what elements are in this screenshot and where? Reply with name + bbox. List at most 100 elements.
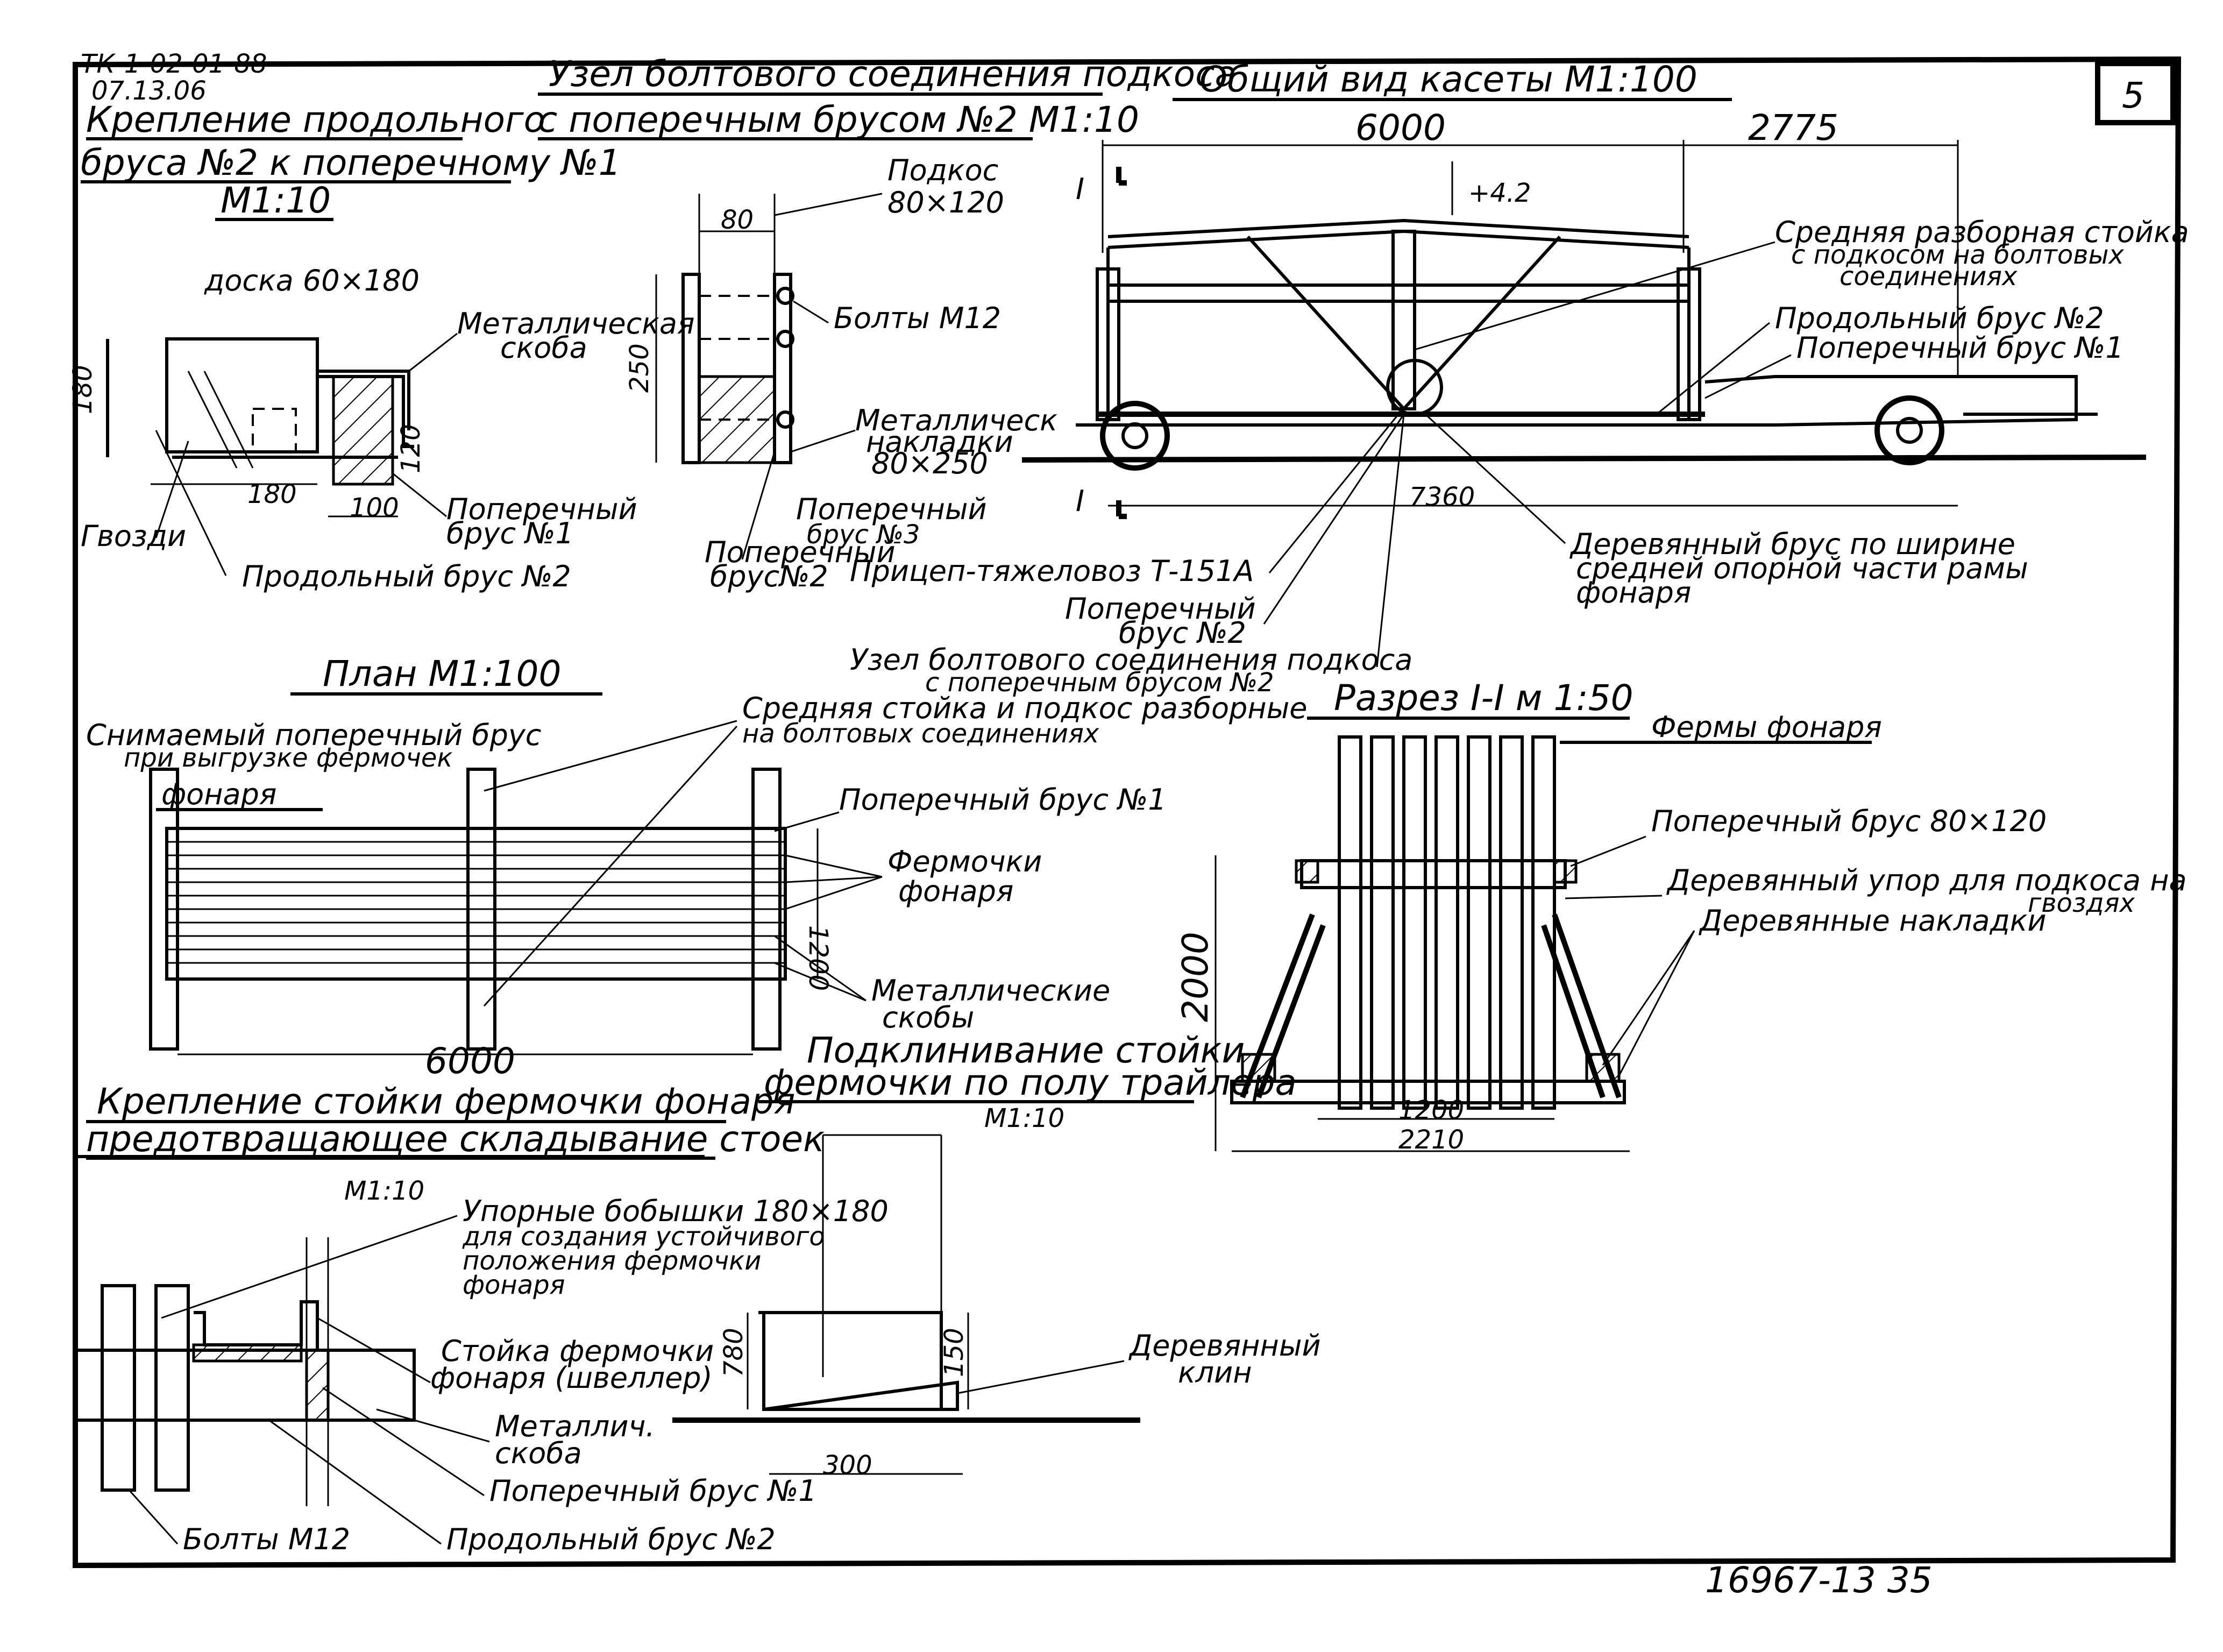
post-bolts-label: Болты М12 [183,1522,350,1556]
long-beam-general-label: Продольный брус №2 [1775,301,2104,335]
general-view-title: Общий вид касеты М1:100 [1199,59,1698,100]
dim-180-vertical: 180 [68,365,98,414]
post-title-2: предотвращающее складывание стоек [86,1118,825,1160]
mid-post-plan-label: Средняя стойка и подкос разборные [742,691,1307,725]
fastening-title: Крепление продольного [86,99,545,140]
footer-code: 16967-13 35 [1705,1559,1933,1601]
pads-label: Деревянные накладки [1699,904,2047,938]
node-ref-label-2: с поперечным брусом №2 [925,668,1274,698]
section-view: 2000 1200 2210 Фермы фонаря Поперечный б… [1175,710,2187,1155]
bosses-label-4: фонаря [463,1270,565,1300]
bosses-label: Упорные бобышки 180×180 [463,1194,889,1228]
removable-beam-label-2: при выгрузке фермочек [124,743,452,773]
wheel-icon [1874,395,1944,465]
bolt-node-title: Узел болтового соединения подкоса [549,53,1237,95]
stop-label-2: гвоздях [2028,888,2135,918]
post-fastening-detail: Упорные бобышки 180×180 для создания уст… [74,1194,889,1556]
cross-beam-section-view [1300,859,1567,889]
bolts-label: Болты М12 [834,301,1001,335]
dim-6000-plan: 6000 [425,1040,515,1082]
mid-post-plan-label-2: на болтовых соединениях [742,719,1099,749]
wheel-icon [1100,401,1170,471]
dim-150: 150 [939,1328,969,1377]
title-block: ТК-1-02-01-88 07.13.06 Крепление продоль… [81,49,1732,1206]
clips-plan-label: Металлические [871,974,1110,1008]
section-mark-top: I [1076,172,1084,206]
dim-300: 300 [823,1450,872,1480]
cross-beam-3-label: Поперечный [796,492,987,526]
section-mark-bottom: I [1076,484,1084,518]
dim-780: 780 [719,1328,749,1377]
fastening-title-2: бруса №2 к поперечному №1 [81,142,621,183]
trailer-label: Прицеп-тяжеловоз Т-151А [850,554,1254,588]
plan-view: 6000 1200 Снимаемый поперечный брус при … [86,691,1307,1082]
general-view: 6000 2775 +4.2 I I 7360 Средняя разборна… [850,107,2189,698]
fastening-detail: 180 180 100 120 доска 60×180 Металлическ… [68,264,695,593]
bolt-icon [776,287,794,305]
clip-label: Металлическая [457,307,695,341]
cross-beam-plan-label: Поперечный брус №1 [839,783,1167,817]
post-title: Крепление стойки фермочки фонаря [97,1081,796,1122]
wedge-scale: М1:10 [984,1103,1064,1133]
fastening-scale: М1:10 [221,180,331,221]
sheet-code-date: 07.13.06 [91,76,207,106]
cross-beam-section-label: Поперечный брус 80×120 [1651,804,2047,838]
removable-beam-label: Снимаемый поперечный брус [86,718,542,752]
dim-2775: 2775 [1748,107,1838,148]
bolt-icon [776,330,794,348]
cross-beam-general-label: Поперечный брус №1 [1796,331,2124,365]
clip-label-2: скоба [500,331,587,365]
cross-beam-2-label-2: брус№2 [710,559,828,593]
mid-post-label-3: соединениях [1840,261,2018,292]
post-scale: М1:10 [344,1176,424,1206]
nails-label: Гвозди [81,519,186,553]
dim-2000: 2000 [1175,932,1216,1022]
brace-size: 80×120 [887,186,1004,219]
plates-label-2: накладки [866,425,1013,459]
long-beam-label: Продольный брус №2 [242,559,571,593]
plan-outline [165,827,787,981]
brace-label: Подкос [887,153,998,187]
wedge-label: Деревянный [1128,1329,1321,1363]
middle-post [1391,230,1416,410]
dim-80: 80 [721,205,754,235]
cross-beam-3-label-2: брус №3 [807,520,920,550]
post-cross-label: Поперечный брус №1 [489,1474,817,1508]
dim-6000-general: 6000 [1355,107,1446,148]
dim-120: 120 [396,424,426,473]
sheet-code: ТК-1-02-01-88 [81,49,267,79]
trusses-plan-label-2: фонаря [898,874,1013,908]
wedge-title-2: фермочки по полу трайлера [764,1062,1297,1103]
post-clip-label-2: скоба [495,1436,582,1470]
dim-100: 100 [350,493,399,523]
cross-beam-label-2: брус №1 [446,516,574,550]
truss-section-label: Фермы фонаря [1651,710,1882,744]
truss-top-chord [1107,218,1689,238]
wedge-label-2: клин [1178,1356,1252,1389]
wood-beam-label-2: средней опорной части рамы [1576,551,2028,585]
wood-beam-label-3: фонаря [1576,576,1691,609]
post-clip-label: Металлич. [495,1409,655,1443]
board [165,337,319,453]
dim-2210: 2210 [1398,1125,1464,1155]
stop-label: Деревянный упор для подкоса на [1666,863,2187,897]
removable-beam-label-3: фонаря [161,777,276,811]
sheet-number: 5 [2122,75,2144,116]
wedge-title: Подклинивание стойки [807,1030,1245,1071]
node-ref-label: Узел болтового соединения подкоса [850,643,1412,677]
elevation-label: +4.2 [1468,178,1531,208]
ground-line [1021,455,2147,463]
trusses-plan-label: Фермочки [887,845,1042,878]
channel-post [194,1300,319,1350]
dim-180-horizontal: 180 [247,479,297,509]
dim-250: 250 [624,343,655,393]
wooden-wedge [763,1380,959,1411]
plan-title: План М1:100 [323,653,562,694]
plates-label: Металлическ [855,403,1057,437]
cross-beam-2-label: Поперечный [705,535,896,569]
post-long-label: Продольный брус №2 [446,1522,776,1556]
board-label: доска 60×180 [204,264,420,297]
bolt-node-detail: 80 250 Подкос 80×120 Болты М12 Металличе… [624,153,1057,593]
post-channel-label: Стойка фермочки [441,1334,714,1368]
